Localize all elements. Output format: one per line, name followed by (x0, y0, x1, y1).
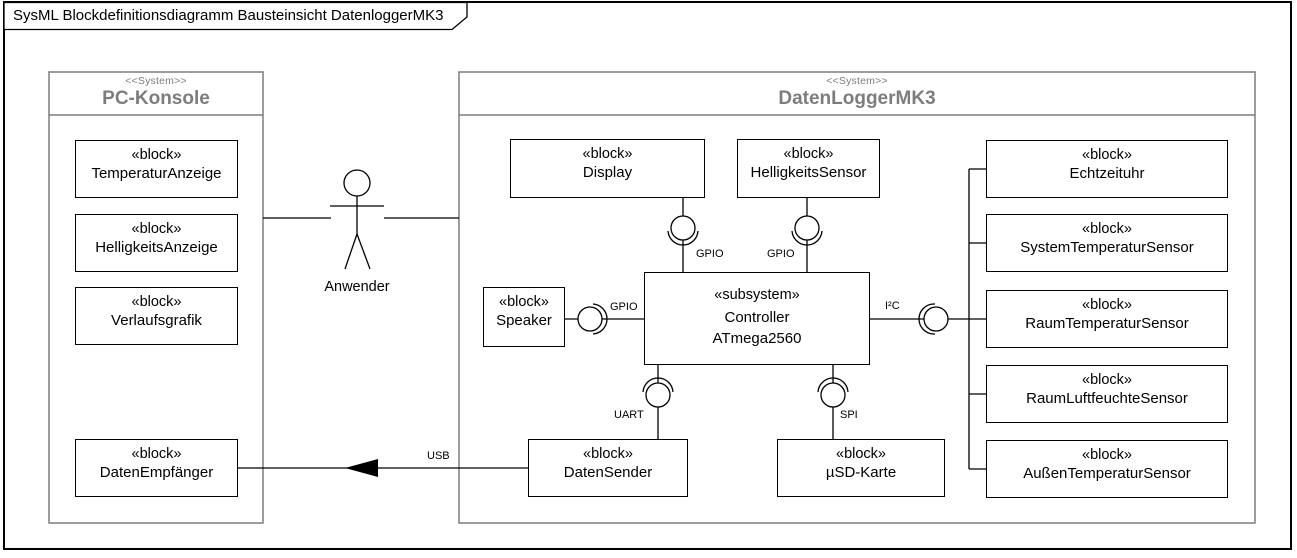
block-temperaturanzeige: «block» TemperaturAnzeige (75, 140, 238, 198)
socket-i2c-icon (918, 303, 935, 335)
spi-label: SPI (840, 409, 858, 421)
block-aussentemperatursensor: «block» AußenTemperaturSensor (986, 440, 1228, 498)
block-stereotype: «block» (836, 446, 886, 462)
ball-i2c-icon (923, 306, 949, 332)
socket-uart-icon (642, 377, 674, 392)
ball-spi-icon (820, 382, 846, 408)
block-display: «block» Display (510, 139, 705, 198)
block-name: µSD-Karte (825, 463, 897, 481)
actor-leg-left (344, 233, 358, 270)
block-name: Verlaufsgrafik (111, 311, 202, 329)
block-stereotype: «block» (131, 446, 182, 462)
block-controller: «subsystem» Controller ATmega2560 (644, 272, 870, 365)
block-name: HelligkeitsAnzeige (95, 238, 218, 256)
ball-display-icon (670, 215, 696, 241)
block-name: DatenSender (563, 463, 653, 481)
block-type: ATmega2560 (712, 330, 802, 347)
block-stereotype: «block» (1082, 447, 1132, 463)
block-raumtemperatursensor: «block» RaumTemperaturSensor (986, 290, 1228, 348)
block-stereotype: «subsystem» (714, 287, 800, 303)
datenlogger-name: DatenLoggerMK3 (778, 87, 936, 109)
block-stereotype: «block» (1082, 297, 1132, 313)
block-stereotype: «block» (499, 294, 549, 310)
socket-speaker-icon (593, 303, 608, 335)
ball-speaker-icon (577, 306, 603, 332)
i2c-label: I²C (885, 300, 900, 312)
uart-label: UART (614, 409, 644, 421)
block-datensender: «block» DatenSender (528, 439, 688, 497)
block-stereotype: «block» (582, 146, 633, 162)
ball-socket-connectors (577, 215, 949, 408)
socket-helligkeitssensor-icon (791, 231, 823, 246)
block-name: Echtzeituhr (1069, 164, 1145, 182)
gpio-helligkeitssensor-label: GPIO (767, 248, 795, 260)
gpio-display-label: GPIO (696, 248, 724, 260)
socket-spi-icon (817, 377, 849, 392)
block-stereotype: «block» (1082, 221, 1132, 237)
block-stereotype: «block» (1082, 372, 1132, 388)
block-name: HelligkeitsSensor (750, 163, 867, 181)
block-name: Display (582, 163, 633, 181)
actor-leg-right (356, 233, 371, 270)
block-sd-karte: «block» µSD-Karte (777, 439, 945, 497)
block-name: TemperaturAnzeige (91, 164, 222, 182)
block-name: RaumTemperaturSensor (1025, 314, 1189, 332)
gpio-speaker-label: GPIO (610, 301, 638, 313)
block-datenempfaenger: «block» DatenEmpfänger (75, 439, 238, 497)
block-speaker: «block» Speaker (483, 287, 565, 347)
block-name: Controller (724, 308, 790, 326)
actor-figure (330, 169, 384, 270)
diagram-title: SysML Blockdefinitionsdiagramm Bausteins… (13, 7, 444, 24)
block-raumluftfeuchtesensor: «block» RaumLuftfeuchteSensor (986, 365, 1228, 423)
pc-konsole-stereotype: <<System>> (125, 75, 187, 87)
actor-label: Anwender (324, 279, 390, 295)
block-helligkeitssensor: «block» HelligkeitsSensor (737, 139, 880, 198)
block-stereotype: «block» (131, 221, 182, 237)
socket-display-icon (667, 231, 699, 246)
usb-arrowhead (345, 459, 378, 477)
block-stereotype: «block» (783, 146, 834, 162)
block-helligkeitsanzeige: «block» HelligkeitsAnzeige (75, 214, 238, 272)
block-stereotype: «block» (1082, 147, 1132, 163)
block-stereotype: «block» (583, 446, 633, 462)
block-name: DatenEmpfänger (99, 463, 214, 481)
block-systemtemperatursensor: «block» SystemTemperaturSensor (986, 214, 1228, 272)
block-name: Speaker (496, 311, 552, 329)
datenlogger-stereotype: <<System>> (826, 75, 888, 87)
block-name: AußenTemperaturSensor (1023, 464, 1191, 482)
block-name: RaumLuftfeuchteSensor (1026, 389, 1188, 407)
usb-label: USB (427, 450, 450, 462)
block-echtzeituhr: «block» Echtzeituhr (986, 140, 1228, 198)
pc-konsole-name: PC-Konsole (102, 87, 210, 109)
block-stereotype: «block» (131, 147, 182, 163)
ball-helligkeitssensor-icon (794, 215, 820, 241)
block-verlaufsgrafik: «block» Verlaufsgrafik (75, 287, 238, 345)
pc-konsole-header: <<System>> PC-Konsole (49, 76, 263, 108)
block-name: SystemTemperaturSensor (1020, 238, 1194, 256)
block-stereotype: «block» (131, 294, 182, 310)
title-tab-shape (3, 1, 468, 31)
ball-uart-icon (645, 382, 671, 408)
datenlogger-header: <<System>> DatenLoggerMK3 (459, 76, 1255, 108)
